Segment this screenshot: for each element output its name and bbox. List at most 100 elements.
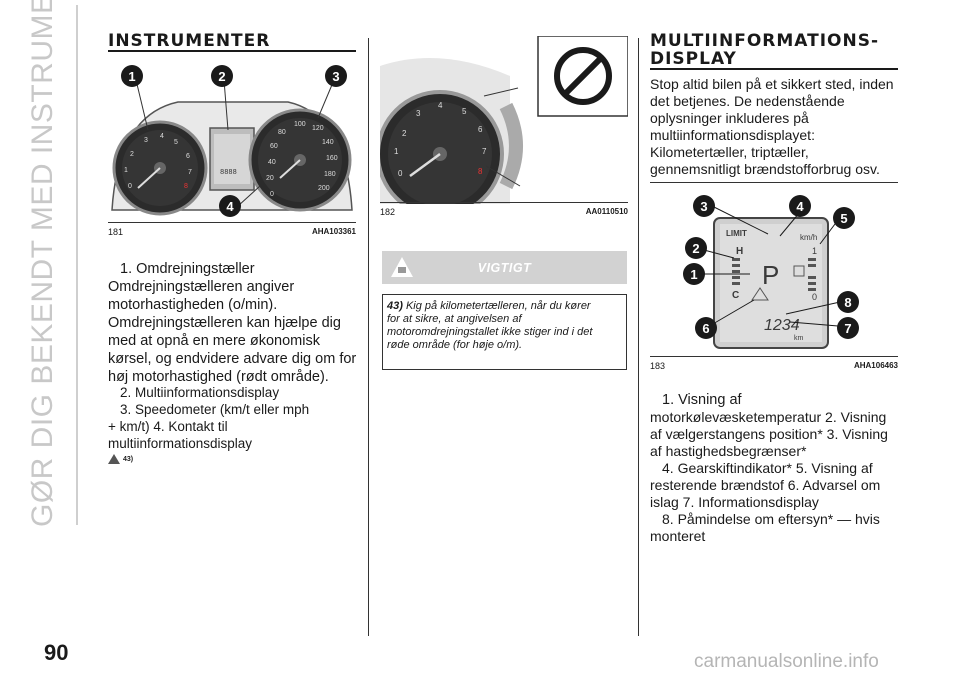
lcd-limit: LIMIT [726, 229, 747, 238]
svg-text:2: 2 [130, 151, 134, 158]
list-item: monteret [650, 528, 706, 544]
figure-number: 181 [108, 227, 124, 237]
list-item: 8. Påmindelse om eftersyn* — hvis [662, 511, 880, 527]
section-rule [650, 182, 898, 183]
callout-2: 2 [218, 69, 225, 84]
lcd-kmh: km/h [800, 233, 817, 242]
warning-line: for at sikre, at angivelsen af [387, 313, 522, 325]
lcd-gear: P [762, 260, 779, 290]
callout-5: 5 [840, 211, 847, 226]
svg-text:8: 8 [478, 167, 483, 176]
warning-line: røde område (for høje o/m). [387, 339, 523, 351]
svg-text:40: 40 [268, 159, 276, 166]
caption-rule [108, 222, 356, 223]
left-list: 2. Multiinformationsdisplay 3. Speedomet… [108, 384, 360, 452]
svg-text:7: 7 [188, 169, 192, 176]
warning-line: 43) Kig på kilometertælleren, når du kør… [387, 300, 622, 313]
svg-text:6: 6 [478, 125, 483, 134]
warning-banner: VIGTIGT [382, 251, 627, 284]
text-line: Omdrejningstælleren angiver [108, 279, 295, 295]
sidebar-divider [76, 5, 78, 525]
right-intro: Stop altid bilen på et sikkert sted, ind… [650, 76, 900, 178]
callout-4: 4 [226, 199, 234, 214]
svg-text:1: 1 [394, 147, 399, 156]
text-line: multiinformationsdisplayet: [650, 127, 815, 143]
lcd-hot: H [736, 246, 743, 257]
multi-display-illustration: LIMIT km/h H C P 1 0 1234 km 3 4 5 2 1 [683, 195, 859, 349]
warning-title: VIGTIGT [477, 260, 532, 275]
list-item: 1. Omdrejningstæller [120, 261, 255, 277]
list-item: 3. Speedometer (km/t eller mph [120, 402, 310, 417]
page-number: 90 [44, 640, 69, 665]
section-heading: MULTIINFORMATIONS- DISPLAY [650, 32, 879, 68]
svg-text:0: 0 [398, 169, 403, 178]
callout-3: 3 [700, 199, 707, 214]
figure-number: 183 [650, 361, 666, 371]
warning-line-text: Kig på kilometertælleren, når du kører [405, 300, 591, 312]
heading-line: DISPLAY [650, 49, 737, 69]
warning-reference: 43) [108, 454, 133, 464]
text-line: motorhastigheden (o/min). [108, 297, 278, 313]
tachometer-illustration: 2 3 4 5 6 7 8 1 0 [380, 36, 628, 204]
column-divider [368, 38, 369, 636]
instrument-cluster-illustration: 2 3 4 5 6 7 1 0 8 8888 40 60 80 100 120 … [111, 65, 353, 217]
column-divider [638, 38, 639, 636]
list-item: motorkølevæsketemperatur 2. Visning [650, 409, 887, 425]
callout-1: 1 [690, 267, 697, 282]
warning-triangle-icon [108, 454, 120, 464]
lcd-fuel-zero: 0 [812, 292, 817, 302]
callout-3: 3 [332, 69, 339, 84]
callout-7: 7 [844, 321, 851, 336]
text-line: Omdrejningstælleren kan hjælpe dig [108, 315, 341, 331]
svg-text:0: 0 [270, 191, 274, 198]
text-line: med at opnå en mere økonomisk [108, 333, 320, 349]
callout-8: 8 [844, 295, 851, 310]
svg-text:8888: 8888 [220, 169, 237, 177]
svg-text:6: 6 [186, 153, 190, 160]
watermark: carmanualsonline.info [694, 651, 879, 672]
figure-number: 182 [380, 207, 396, 217]
heading-rule [108, 50, 356, 52]
lcd-fuel-one: 1 [812, 246, 817, 256]
list-item: af hastighedsbegrænser* [650, 443, 807, 459]
list-item: 1. Visning af [662, 392, 742, 408]
svg-text:160: 160 [326, 155, 338, 162]
callout-1: 1 [128, 69, 135, 84]
svg-text:4: 4 [160, 133, 164, 140]
figure-tachometer: 2 3 4 5 6 7 8 1 0 [380, 36, 628, 204]
svg-text:1: 1 [124, 167, 128, 174]
lcd-km: km [794, 335, 804, 342]
svg-text:8: 8 [184, 183, 188, 190]
right-list: 1. Visning af motorkølevæsketemperatur 2… [650, 392, 902, 545]
svg-text:3: 3 [144, 137, 148, 144]
left-body-text: 1. Omdrejningstæller Omdrejningstælleren… [108, 260, 360, 386]
sidebar-title: GØR DIG BEKENDT MED INSTRUMENTPANELET [26, 0, 59, 527]
svg-text:0: 0 [128, 183, 132, 190]
warning-box: 43) Kig på kilometertælleren, når du kør… [382, 294, 627, 370]
lcd-cold: C [732, 290, 739, 301]
svg-text:2: 2 [402, 129, 407, 138]
svg-text:7: 7 [482, 147, 487, 156]
list-item: multiinformationsdisplay [108, 436, 253, 451]
svg-text:4: 4 [438, 101, 443, 110]
svg-text:80: 80 [278, 129, 286, 136]
svg-text:140: 140 [322, 139, 334, 146]
figure-code: AHA106463 [853, 361, 898, 370]
text-line: høj motorhastighed (rødt område). [108, 369, 329, 385]
text-line: det betjenes. De nedenstående [650, 93, 845, 109]
list-item: 4. Gearskiftindikator* 5. Visning af [662, 460, 873, 476]
svg-text:200: 200 [318, 185, 330, 192]
text-line: Stop altid bilen på et sikkert sted, ind… [650, 76, 894, 92]
list-item: af vælgerstangens position* 3. Visning [650, 426, 888, 442]
svg-text:3: 3 [416, 109, 421, 118]
heading-line: MULTIINFORMATIONS- [650, 31, 880, 51]
svg-text:100: 100 [294, 121, 306, 128]
svg-text:60: 60 [270, 143, 278, 150]
list-item: resterende brændstof 6. Advarsel om [650, 477, 881, 493]
callout-2: 2 [692, 241, 699, 256]
reference-number: 43) [123, 455, 134, 463]
callout-6: 6 [702, 321, 709, 336]
list-item: + km/t) 4. Kontakt til [108, 419, 228, 434]
svg-text:180: 180 [324, 171, 336, 178]
lcd-odometer: 1234 [764, 317, 800, 334]
